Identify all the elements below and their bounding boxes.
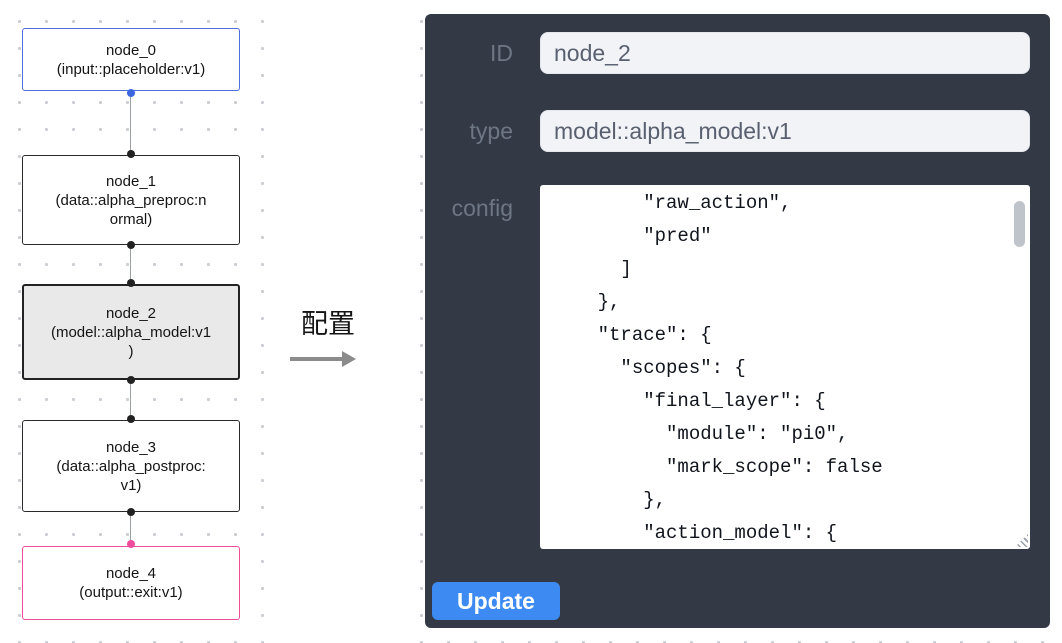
config-field-row: config "raw_action", "pred" ] }, "trace"… — [425, 185, 1030, 549]
node-type: (model::alpha_model:v1 ) — [50, 323, 212, 360]
edge-node0-node1 — [130, 91, 131, 155]
flow-node-node_0[interactable]: node_0 (input::placeholder:v1) — [22, 28, 240, 91]
node-type: (data::alpha_postproc: v1) — [56, 457, 206, 494]
flow-canvas[interactable]: node_0 (input::placeholder:v1) node_1 (d… — [0, 0, 266, 643]
dotted-background: ID type config "raw_action", "pred" ] },… — [402, 0, 1062, 643]
input-port-dot[interactable] — [127, 415, 135, 423]
id-field-label: ID — [490, 40, 513, 66]
node-name: node_4 — [105, 565, 157, 582]
edge-node1-node2 — [130, 245, 131, 285]
flow-node-node_2[interactable]: node_2 (model::alpha_model:v1 ) — [22, 284, 240, 380]
config-textarea[interactable]: "raw_action", "pred" ] }, "trace": { "sc… — [540, 185, 1030, 549]
node-name: node_2 — [105, 304, 157, 322]
output-port-dot[interactable] — [127, 508, 135, 516]
flow-node-node_1[interactable]: node_1 (data::alpha_preproc:n ormal) — [22, 155, 240, 245]
node-config-panel: ID type config "raw_action", "pred" ] },… — [425, 14, 1050, 628]
config-annotation: 配置 — [288, 302, 368, 367]
edge-node2-node3 — [130, 380, 131, 420]
config-json-text: "raw_action", "pred" ] }, "trace": { "sc… — [597, 192, 883, 544]
update-button[interactable]: Update — [432, 582, 560, 620]
output-port-dot[interactable] — [127, 89, 135, 97]
node-type: (output::exit:v1) — [79, 584, 183, 601]
node-name: node_3 — [105, 438, 157, 456]
output-port-dot[interactable] — [127, 376, 135, 384]
node-type: (input::placeholder:v1) — [56, 60, 206, 78]
flow-node-node_4[interactable]: node_4 (output::exit:v1) — [22, 546, 240, 620]
node-name: node_1 — [105, 172, 157, 190]
id-field-row: ID — [425, 32, 1030, 74]
arrow-right-icon — [288, 351, 368, 367]
type-input[interactable] — [540, 110, 1030, 152]
output-port-dot[interactable] — [127, 241, 135, 249]
input-port-dot[interactable] — [127, 540, 135, 548]
config-annotation-label: 配置 — [301, 309, 355, 339]
input-port-dot[interactable] — [127, 279, 135, 287]
type-field-row: type — [425, 110, 1030, 152]
node-name: node_0 — [105, 41, 157, 59]
edge-node3-node4 — [130, 512, 131, 546]
config-field-label: config — [451, 195, 513, 221]
input-port-dot[interactable] — [127, 150, 135, 158]
id-input[interactable] — [540, 32, 1030, 74]
scrollbar-thumb[interactable] — [1014, 201, 1025, 247]
type-field-label: type — [469, 118, 513, 144]
node-type: (data::alpha_preproc:n ormal) — [55, 191, 207, 228]
flow-node-node_3[interactable]: node_3 (data::alpha_postproc: v1) — [22, 420, 240, 512]
